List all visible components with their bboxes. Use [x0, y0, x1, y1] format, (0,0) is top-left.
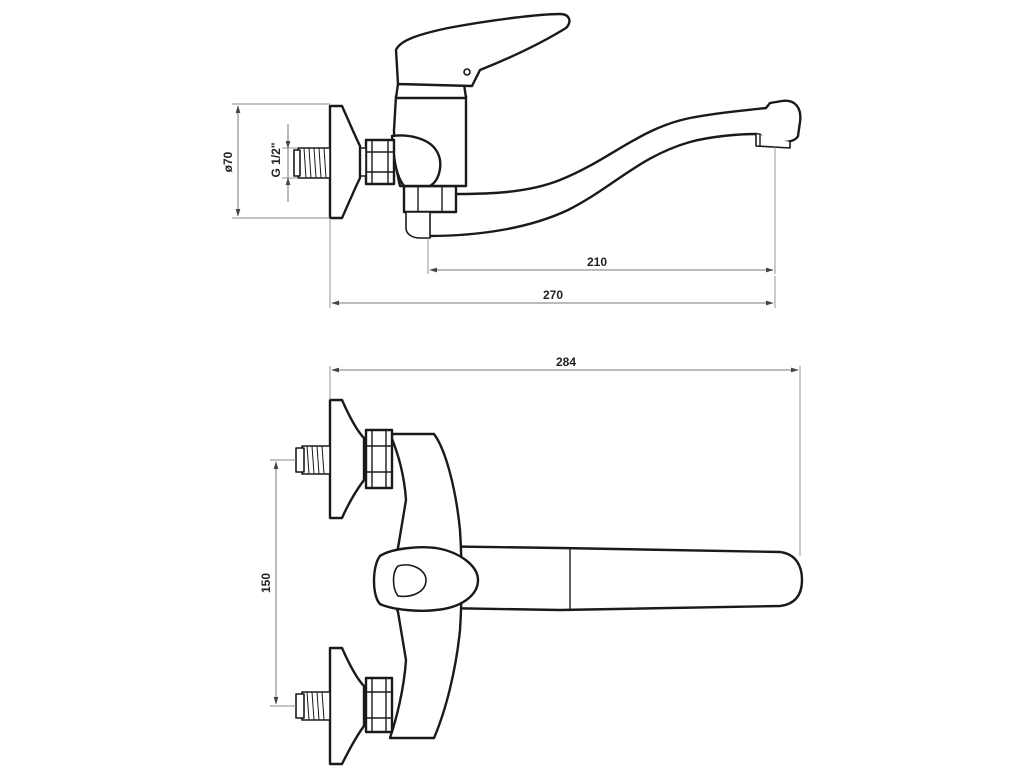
- side-view: ø70 G 1/2" 210 270: [221, 12, 802, 308]
- dim-flange-diameter: ø70: [221, 103, 330, 219]
- top-lower-inlet: [301, 691, 331, 721]
- top-upper-inlet-end: [295, 447, 305, 473]
- dim-flange-diameter-label: ø70: [221, 151, 235, 172]
- lever-handle: [394, 12, 571, 88]
- top-upper-flange: [328, 398, 366, 520]
- side-hex-nut: [364, 138, 396, 186]
- dim-overall-width-label: 284: [556, 355, 576, 369]
- dim-spout-reach: 210: [427, 146, 776, 274]
- top-lower-inlet-end: [295, 693, 305, 719]
- spout-collar: [405, 211, 431, 239]
- side-thread-marks: [303, 147, 327, 179]
- top-upper-inlet: [301, 445, 331, 475]
- aerator: [755, 133, 791, 149]
- dim-overall-depth-label: 270: [543, 288, 563, 302]
- body-union: [390, 134, 442, 188]
- dim-overall-width: 284: [329, 355, 801, 556]
- top-lower-flange: [328, 646, 366, 766]
- dim-thread: G 1/2": [269, 124, 298, 202]
- spout-nut: [402, 184, 458, 214]
- top-view: 284 150: [259, 355, 804, 766]
- side-inlet-end: [293, 149, 301, 177]
- dim-thread-label: G 1/2": [269, 142, 283, 177]
- dim-inlet-spacing-label: 150: [259, 573, 273, 593]
- spout: [426, 99, 802, 238]
- dim-spout-reach-label: 210: [587, 255, 607, 269]
- top-upper-thread-marks: [306, 445, 325, 475]
- top-upper-hex-nut: [364, 428, 394, 490]
- top-lever-hub: [392, 564, 427, 598]
- lever-screw: [463, 68, 471, 76]
- top-lower-hex-nut: [364, 676, 394, 734]
- top-spout: [418, 544, 804, 612]
- dim-inlet-spacing: 150: [259, 459, 296, 707]
- top-lower-thread-marks: [306, 691, 325, 721]
- side-flange: [328, 104, 362, 220]
- dim-overall-depth: 270: [329, 220, 776, 308]
